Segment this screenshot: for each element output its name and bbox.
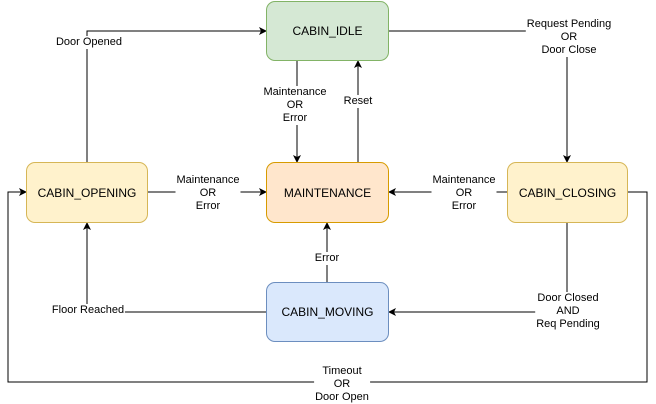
state-cabin-idle: CABIN_IDLE [266, 1, 389, 61]
edge-label-idle-maintenance: Maintenance OR Error [262, 86, 328, 125]
edge-label-request-pending: Request Pending OR Door Close [525, 18, 613, 57]
edge-label-line: Error [282, 112, 308, 124]
edge-label-line: Maintenance [432, 174, 496, 186]
state-maintenance: MAINTENANCE [266, 162, 389, 223]
edge-label-floor-reached: Floor Reached [50, 304, 126, 317]
edge-label-line: OR [455, 187, 473, 199]
state-cabin-moving-label: CABIN_MOVING [281, 305, 374, 319]
edge-label-line: Door Closed [537, 292, 599, 304]
edge-moving-to-opening [83, 222, 266, 313]
edge-label-line: Error [195, 200, 221, 212]
edge-label-reset: Reset [342, 95, 374, 108]
edge-label-timeout: Timeout OR Door Open [314, 365, 370, 404]
state-maintenance-label: MAINTENANCE [283, 185, 372, 200]
state-cabin-moving: CABIN_MOVING [266, 282, 389, 342]
edge-opening-to-idle [86, 27, 267, 162]
edge-label-line: OR [199, 187, 217, 199]
edge-label-line: Error [451, 200, 477, 212]
edge-label-closing-maintenance: Maintenance OR Error [431, 174, 497, 213]
edge-label-line: Reset [343, 95, 373, 107]
edge-label-line: Error [314, 252, 340, 264]
edge-label-door-opened: Door Opened [54, 36, 124, 49]
edge-label-line: Request Pending [526, 18, 612, 30]
state-cabin-closing-label: CABIN_CLOSING [518, 185, 617, 200]
state-cabin-idle-label: CABIN_IDLE [292, 24, 363, 38]
state-cabin-closing: CABIN_CLOSING [507, 162, 628, 223]
edge-label-line: Req Pending [536, 318, 600, 330]
edge-label-line: Maintenance [263, 86, 327, 98]
edge-label-line: AND [556, 305, 580, 317]
state-cabin-opening: CABIN_OPENING [26, 162, 148, 223]
edge-label-line: Door Close [541, 44, 597, 56]
edge-label-line: Maintenance [176, 174, 240, 186]
edge-label-opening-maintenance: Maintenance OR Error [175, 174, 241, 213]
edge-label-line: OR [333, 378, 351, 390]
edge-label-line: Floor Reached [51, 304, 125, 316]
state-cabin-opening-label: CABIN_OPENING [37, 185, 137, 200]
edge-label-line: OR [560, 31, 578, 43]
edge-label-door-closed: Door Closed AND Req Pending [535, 292, 601, 331]
edge-label-moving-error: Error [313, 252, 341, 265]
edge-label-line: Door Open [315, 391, 369, 403]
edge-label-line: Door Opened [55, 36, 123, 48]
edge-label-line: OR [286, 99, 304, 111]
edge-label-line: Timeout [322, 365, 362, 377]
